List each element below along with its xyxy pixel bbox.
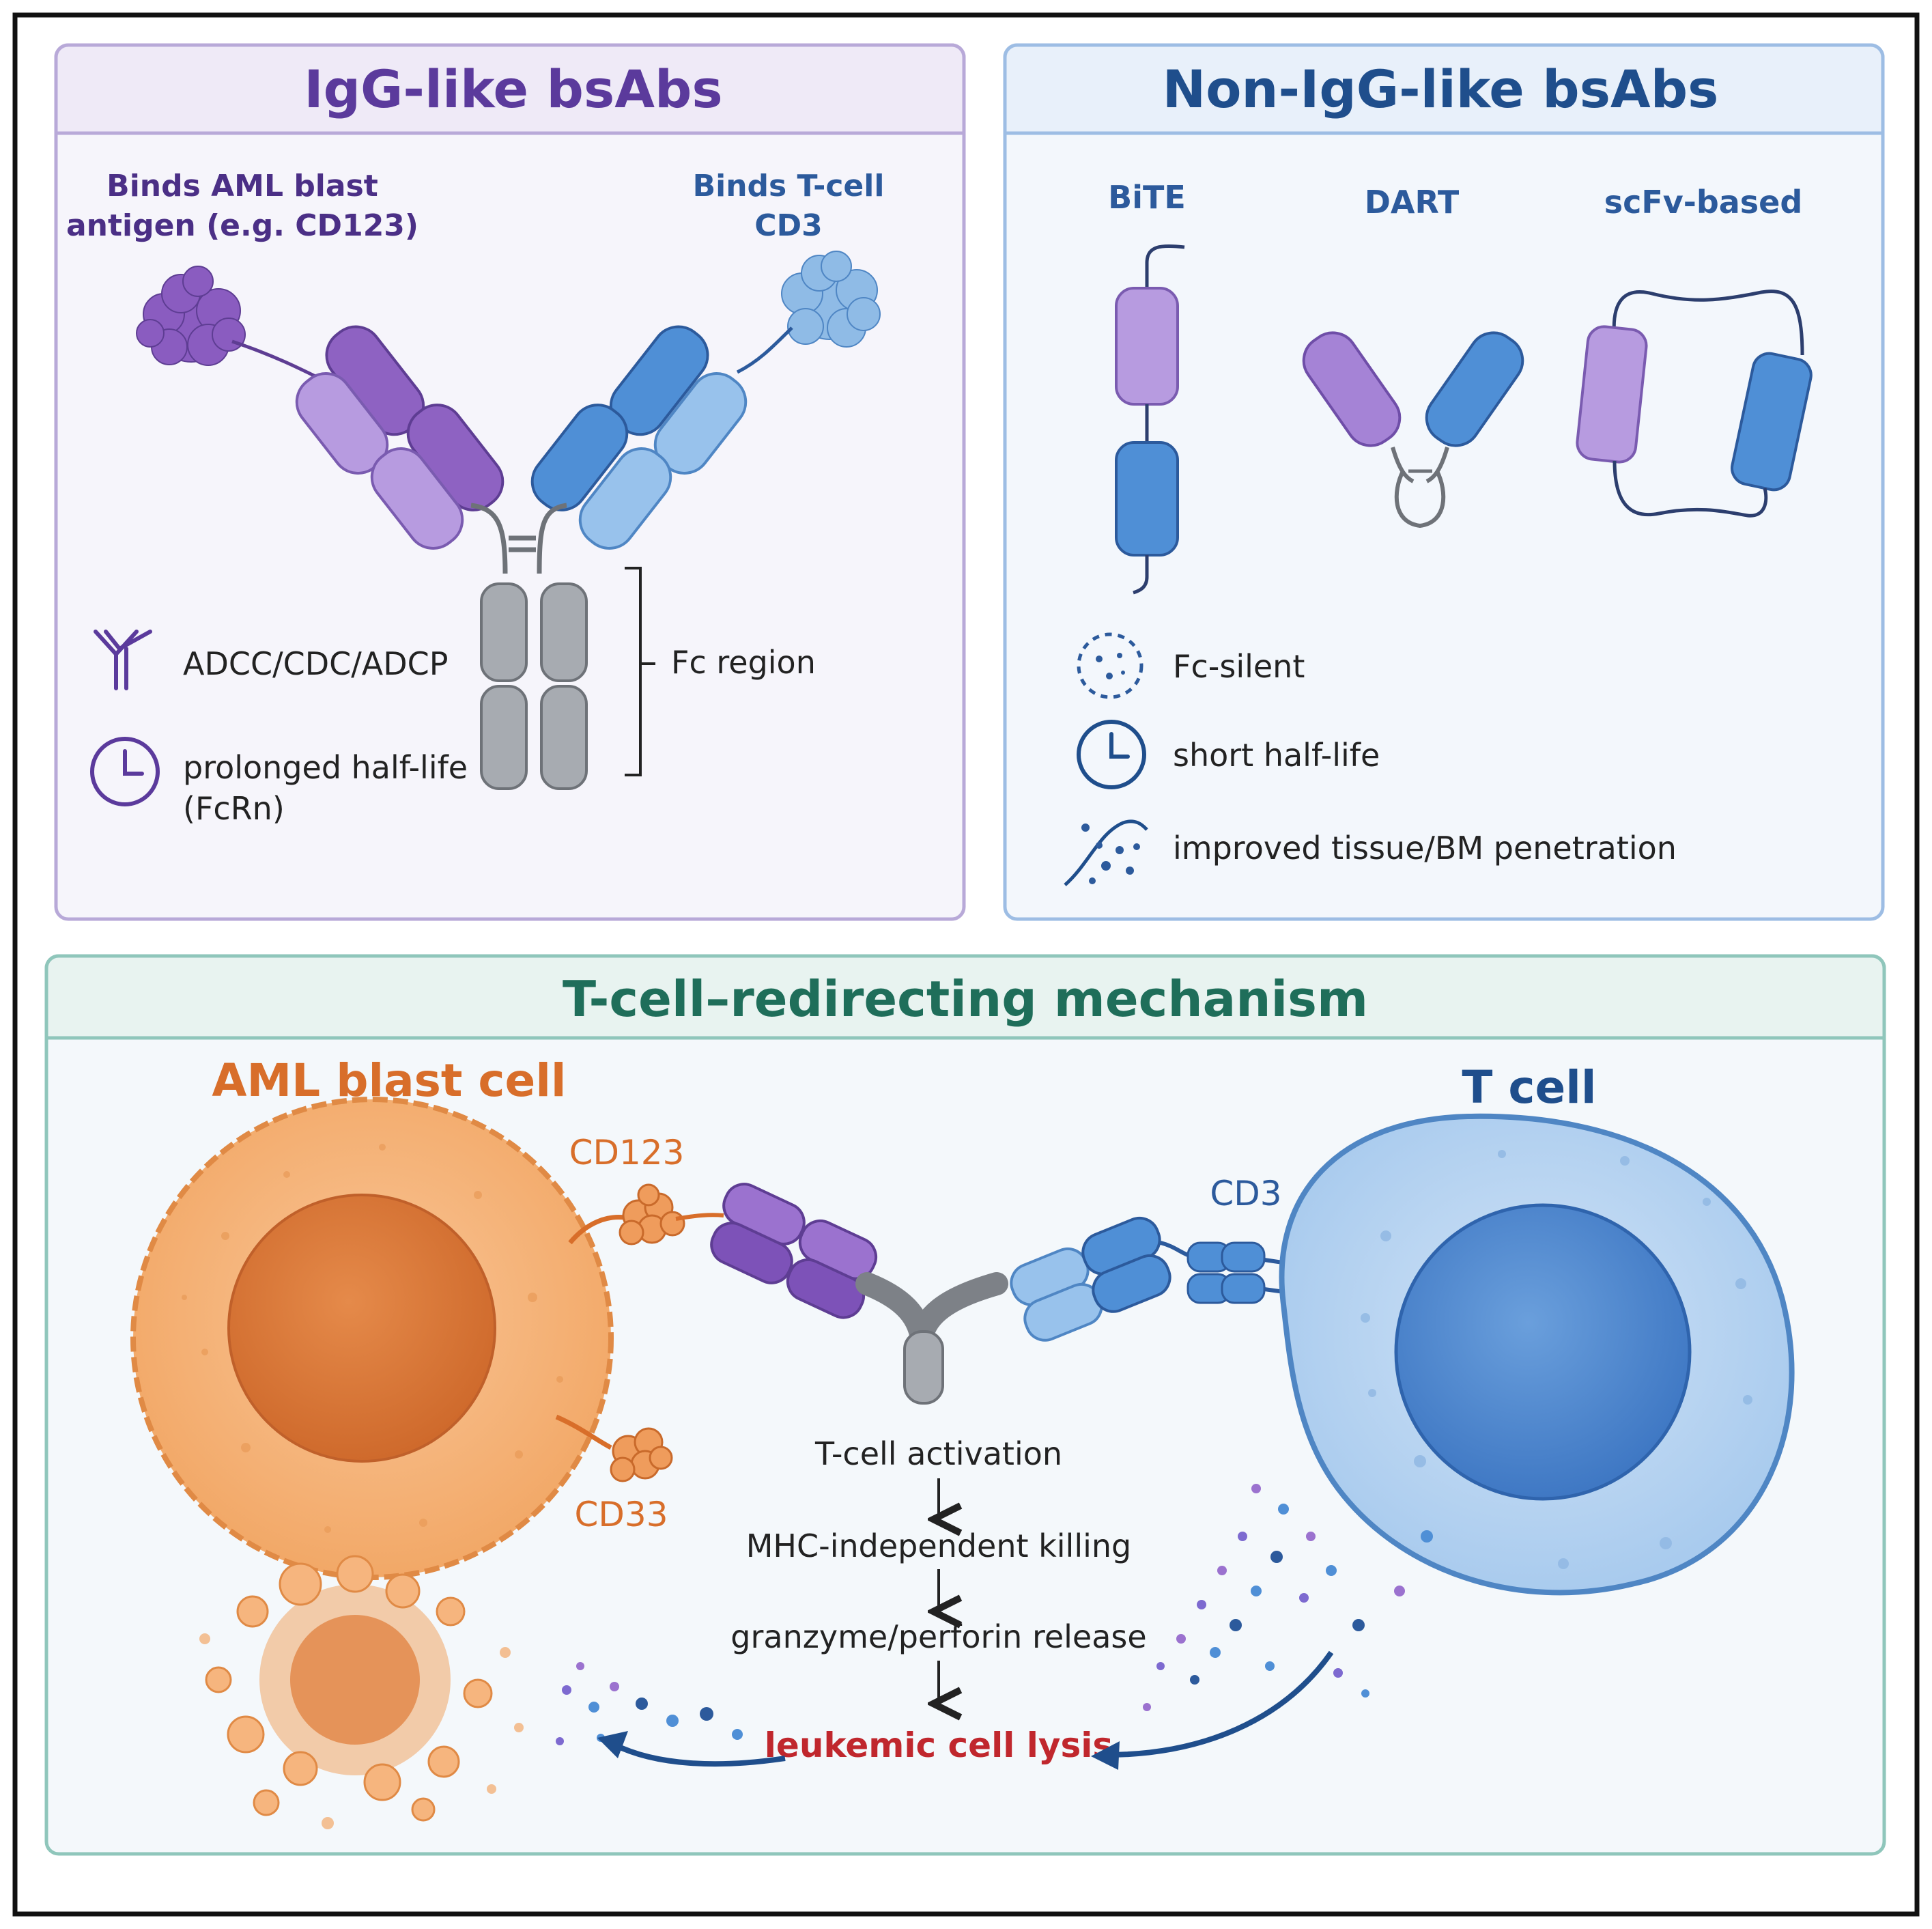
binds-aml-label-line2: antigen (e.g. CD123) [66, 208, 418, 243]
short-halflife-clock-icon [1077, 720, 1146, 789]
aml-antigen-icon [136, 266, 246, 366]
mechanism-panel: T-cell–redirecting mechanism AML blast c… [44, 954, 1886, 1856]
effector-antibody-icon [94, 630, 152, 690]
granule-particles-right [1143, 1484, 1433, 1711]
cd33-tether [555, 1414, 612, 1450]
penetration-icon [1064, 819, 1148, 886]
igg-panel: IgG-like bsAbs Binds AML blast antigen (… [54, 43, 966, 921]
aml-cytoplasm-texture [182, 1144, 563, 1533]
lysis-arrows [597, 1650, 1334, 1770]
binds-aml-label-line1: Binds AML blast [106, 169, 378, 203]
binds-cd3-label-line2: CD3 [754, 208, 822, 243]
format-bite-label: BiTE [1108, 179, 1186, 216]
cd3-antigen-tether [736, 326, 793, 374]
non-igg-panel-header [1003, 43, 1885, 135]
igg-hinge [470, 503, 567, 574]
cd123-to-bsab-link [675, 1213, 724, 1221]
short-halflife-label: short half-life [1173, 737, 1380, 774]
mechanism-panel-header [44, 954, 1886, 1040]
igg-panel-title: IgG-like bsAbs [304, 59, 722, 119]
fc-region-label: Fc region [671, 644, 816, 681]
igg-panel-header [54, 43, 966, 135]
halflife-label-line1: prolonged half-life [183, 749, 468, 786]
step-granzyme-perforin-release: granzyme/perforin release [730, 1618, 1146, 1655]
lysed-cell-debris [199, 1555, 524, 1829]
fc-silent-icon [1077, 632, 1143, 699]
aml-cell-label: AML blast cell [212, 1054, 566, 1107]
t-cell-nucleus [1394, 1203, 1692, 1501]
scfv-format-icon [1576, 290, 1813, 518]
halflife-label-line2: (FcRn) [183, 790, 285, 827]
bridging-bsab [710, 1183, 1193, 1405]
fc-silent-label: Fc-silent [1173, 648, 1305, 685]
non-igg-panel-title: Non-IgG-like bsAbs [1163, 59, 1719, 119]
penetration-label: improved tissue/BM penetration [1173, 830, 1677, 867]
step-mhc-independent-killing: MHC-independent killing [746, 1527, 1132, 1564]
t-cell [1279, 1113, 1795, 1596]
cd33-antigen-icon [610, 1427, 673, 1482]
bite-format-icon [1115, 244, 1185, 595]
effector-label: ADCC/CDC/ADCP [183, 645, 449, 682]
cd3-receptor-icon [1187, 1241, 1325, 1304]
binds-cd3-label-line1: Binds T-cell [693, 169, 885, 203]
granule-particles-left [556, 1662, 743, 1745]
clock-icon [90, 737, 160, 806]
t-cell-texture [1361, 1150, 1752, 1569]
step-t-cell-activation: T-cell activation [814, 1435, 1062, 1472]
format-dart-label: DART [1365, 184, 1460, 221]
fc-bracket [625, 567, 655, 776]
t-cell-label: T cell [1462, 1061, 1596, 1114]
cd123-label: CD123 [569, 1133, 685, 1172]
non-igg-panel: Non-IgG-like bsAbs BiTE DART scFv-based [1003, 43, 1885, 921]
format-scfv-label: scFv-based [1604, 184, 1803, 221]
outcome-leukemic-cell-lysis: leukemic cell lysis [765, 1726, 1113, 1765]
igg-fc-domains [480, 582, 588, 790]
aml-nucleus [227, 1194, 496, 1463]
cd33-label: CD33 [574, 1495, 668, 1534]
aml-blast-cell [130, 1097, 614, 1580]
cd3-label: CD3 [1210, 1174, 1281, 1213]
igg-right-fab [530, 325, 748, 550]
mechanism-panel-title: T-cell–redirecting mechanism [563, 970, 1368, 1028]
cd123-tether [568, 1214, 625, 1245]
igg-left-fab [295, 325, 505, 550]
dart-format-icon [1302, 331, 1524, 529]
cd3-antigen-icon [781, 251, 881, 348]
cd123-antigen-icon [619, 1183, 685, 1245]
